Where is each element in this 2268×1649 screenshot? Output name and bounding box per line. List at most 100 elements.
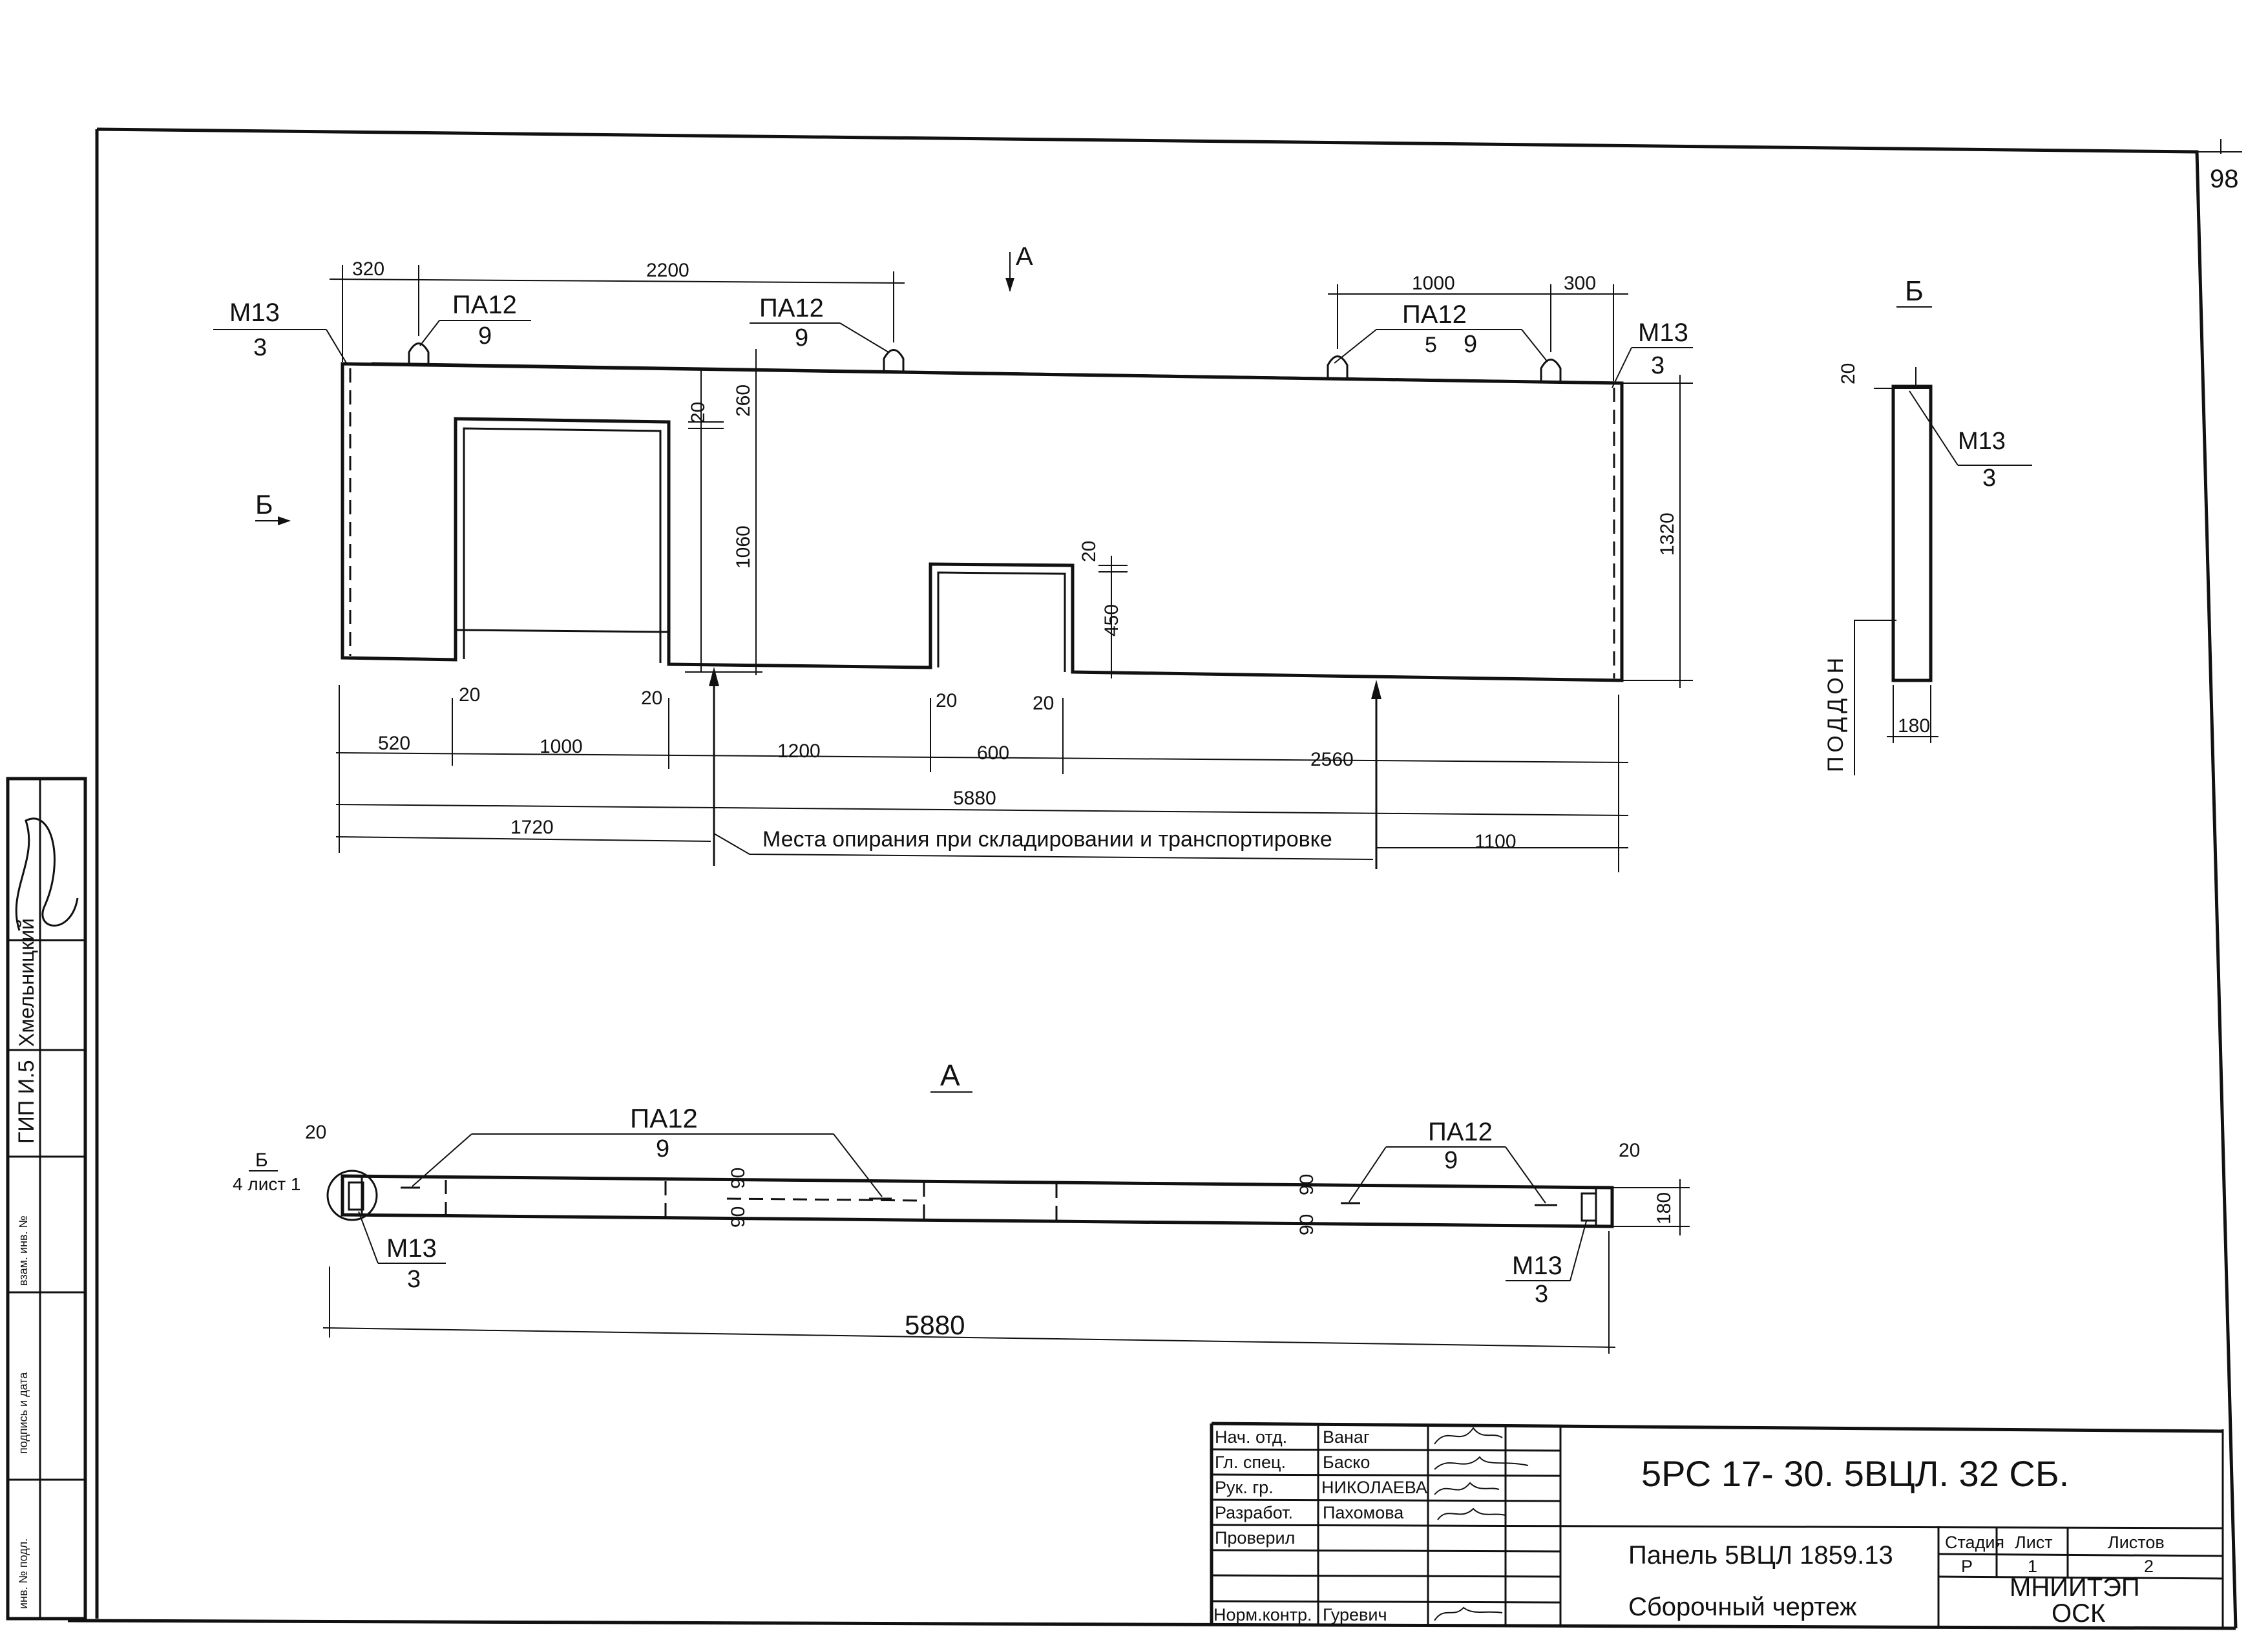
title-block: Нач. отд. Гл. спец. Рук. гр. Разработ. П…: [1210, 1422, 2224, 1628]
dim-gap-4: 20: [1033, 693, 1054, 714]
product-name: Панель 5ВЦЛ 1859.13: [1628, 1541, 1893, 1570]
org-name-2: ОСК: [2052, 1599, 2106, 1628]
side-mark-qty: 3: [1982, 465, 1996, 492]
dim-2200: 2200: [646, 260, 689, 281]
plan-view-a: А 20 Б 4 лист 1 ПА12 9 ПА12 9 90 90 90: [233, 1058, 1690, 1354]
section-b-label: Б: [255, 489, 273, 520]
plan-dim-90-2: 90: [728, 1206, 749, 1228]
dim-row1-c: 1200: [777, 740, 821, 762]
strip-signature: [15, 817, 79, 931]
side-dim-20: 20: [1838, 363, 1859, 384]
leader: [1521, 329, 1548, 362]
section-b-arrowhead: [278, 516, 291, 525]
role-5: Проверил: [1215, 1528, 1295, 1548]
plan-dim-5880: 5880: [905, 1310, 965, 1340]
leader: [1570, 1221, 1587, 1281]
dim-row1-e: 2560: [1310, 749, 1354, 770]
plan-dim-90-3: 90: [1296, 1174, 1318, 1195]
dim-1720: 1720: [510, 817, 554, 838]
plan-m13-left: М13: [386, 1234, 437, 1263]
plan-pa12-right-qty: 9: [1444, 1147, 1458, 1174]
tb-row: [1211, 1448, 1561, 1452]
dim-row1-a: 520: [378, 733, 410, 754]
sheets-header: Листов: [2108, 1533, 2165, 1552]
role-1: Нач. отд.: [1215, 1427, 1287, 1447]
side-mark: М13: [1958, 428, 2006, 455]
sheet-frame: 98: [67, 127, 2242, 1630]
stage-value: Р: [1961, 1557, 1973, 1576]
lifting-loop-1: [408, 342, 430, 366]
plan-pa12-left-qty: 9: [656, 1135, 669, 1162]
mark-pa12-2: ПА12: [759, 294, 824, 322]
pallet-label: ПОДДОН: [1823, 654, 1848, 772]
leader: [358, 1211, 379, 1264]
sheet-header: Лист: [2015, 1533, 2053, 1552]
dim-gap-2: 20: [641, 688, 662, 709]
mark-pa12-1-qty: 9: [478, 322, 492, 350]
plan-m13-right: М13: [1512, 1252, 1562, 1280]
lifting-loop-2: [883, 349, 905, 373]
name-2: Баско: [1323, 1453, 1370, 1472]
strip-label-3: инв. № подл.: [17, 1539, 30, 1609]
doc-code: 5РС 17- 30. 5ВЦЛ. 32 СБ.: [1641, 1453, 2069, 1494]
plan-ref-letter: Б: [255, 1150, 268, 1171]
plan-dim-20-left: 20: [305, 1122, 326, 1143]
tb-row: [1211, 1549, 1561, 1553]
plan-view-title: А: [940, 1058, 960, 1092]
lifting-loop-3: [1327, 355, 1349, 380]
mark-m13-left: М13: [229, 299, 280, 327]
dim-20b: 20: [1078, 541, 1100, 562]
name-3: НИКОЛАЕВА: [1321, 1478, 1427, 1497]
side-dim-180: 180: [1898, 715, 1930, 737]
sheet-number: 98: [2210, 165, 2239, 193]
panel-outline: [341, 362, 1624, 682]
section-a-label: А: [1016, 242, 1033, 271]
dim-450: 450: [1101, 604, 1122, 636]
signature-3: [1434, 1482, 1500, 1495]
strip-name: Хмельницкий: [15, 918, 38, 1047]
strip-label-2: подпись и дата: [17, 1372, 30, 1454]
main-elevation: 320 2200 1000 300 М13 3 ПА12 9 ПА12 9 ПА…: [213, 242, 1693, 872]
mark-m13-right: М13: [1638, 319, 1688, 347]
leader: [1505, 1146, 1546, 1204]
support-note-leader: [713, 833, 1374, 860]
dim-gap-3: 20: [936, 690, 957, 711]
sheet-value: 1: [2028, 1557, 2037, 1576]
strip-label-1: взам. инв. №: [17, 1215, 30, 1286]
dim-line: [329, 278, 905, 284]
plan-detail-circle: [326, 1170, 378, 1221]
dim-260: 260: [733, 384, 754, 417]
mark-pa12-1: ПА12: [452, 291, 517, 319]
leader: [1909, 390, 1958, 466]
dim-1100: 1100: [1475, 831, 1517, 852]
tb-row-right: [1938, 1553, 2223, 1557]
signature-4: [1437, 1507, 1506, 1520]
dim-20a: 20: [688, 402, 709, 423]
tb-row: [1211, 1524, 2223, 1529]
mark-m13-right-qty: 3: [1651, 352, 1664, 379]
plan-pa12-left: ПА12: [630, 1103, 698, 1133]
lifting-loop-4: [1540, 359, 1562, 383]
org-name-1: МНИИТЭП: [2010, 1573, 2140, 1602]
mark-m13-left-qty: 3: [253, 334, 267, 361]
stage-header: Стадия: [1945, 1533, 2004, 1552]
tb-row: [1211, 1473, 1561, 1477]
frame-bottom: [67, 1619, 2236, 1630]
mark-pa12-2-qty: 9: [795, 324, 808, 352]
sheets-value: 2: [2144, 1557, 2154, 1576]
plan-axis-dash: [726, 1197, 921, 1202]
support-arrowhead-left: [709, 667, 719, 686]
doc-type: Сборочный чертеж: [1628, 1593, 1857, 1621]
signature-7: [1434, 1606, 1503, 1621]
left-stamp-strip: Хмельницкий ГИП И.5 взам. инв. № подпись…: [6, 777, 87, 1621]
plan-dim-90-1: 90: [728, 1168, 749, 1189]
leader: [1349, 1146, 1387, 1203]
pallet-leader: [1854, 620, 1896, 775]
dim-300: 300: [1564, 273, 1596, 294]
dim-1320: 1320: [1657, 512, 1678, 556]
leader: [419, 320, 440, 346]
section-a-arrowhead: [1005, 278, 1014, 292]
role-3: Рук. гр.: [1215, 1478, 1274, 1497]
leader: [833, 1133, 883, 1197]
door-inner-line: [463, 427, 662, 663]
